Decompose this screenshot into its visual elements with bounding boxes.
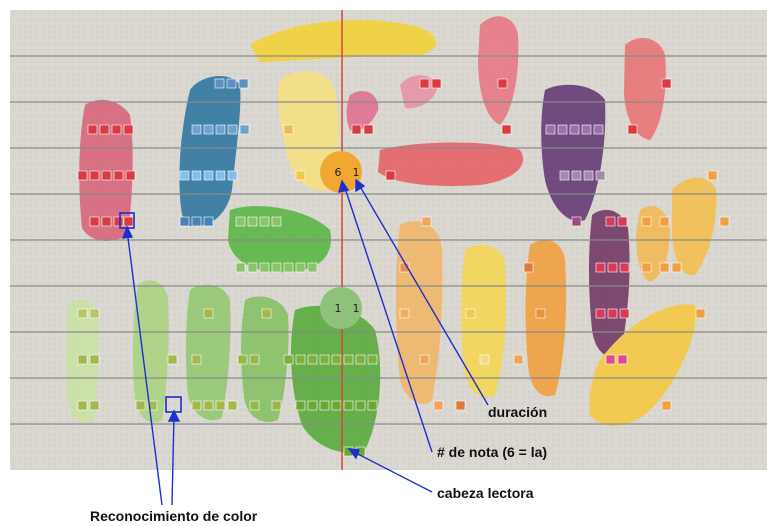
marker-orange-duration: 1	[353, 166, 360, 179]
note-marker-green: 1 1	[320, 287, 362, 329]
duration-label: duración	[488, 404, 547, 420]
marker-orange-note: 6	[335, 166, 342, 179]
marker-green-note: 1	[335, 302, 342, 315]
color-recognition-label: Reconocimiento de color	[90, 508, 258, 524]
read-head-label: cabeza lectora	[437, 485, 534, 501]
note-number-label: # de nota (6 = la)	[437, 444, 547, 460]
marker-green-duration: 1	[353, 302, 360, 315]
